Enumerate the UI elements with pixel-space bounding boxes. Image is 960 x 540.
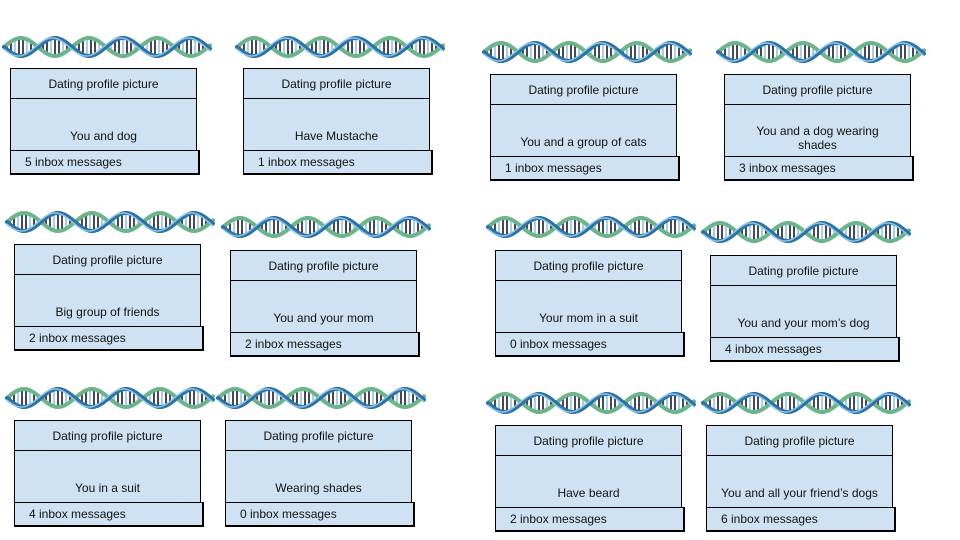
profile-card: Dating profile picture You and your mom’…	[710, 255, 900, 362]
card-body: You and all your friend’s dogs	[721, 486, 878, 500]
profile-card: Dating profile picture Wearing shades 0 …	[225, 420, 415, 527]
card-body: You and your mom’s dog	[737, 316, 870, 330]
card-body: Your mom in a suit	[539, 311, 638, 325]
card-body: You in a suit	[75, 481, 140, 495]
card-header: Dating profile picture	[711, 256, 896, 286]
card-header: Dating profile picture	[11, 69, 196, 99]
card-header: Dating profile picture	[496, 426, 681, 456]
card-body: Big group of friends	[55, 305, 160, 319]
profile-card: Dating profile picture You and a dog wea…	[724, 74, 914, 181]
dna-helix-icon	[701, 391, 911, 415]
profile-card: Dating profile picture Big group of frie…	[14, 244, 204, 351]
inbox-count: 2 inbox messages	[14, 326, 204, 351]
dna-helix-icon	[486, 391, 696, 415]
profile-card: Dating profile picture You and your mom …	[230, 250, 420, 357]
card-body: Have Mustache	[294, 129, 379, 143]
card-header: Dating profile picture	[496, 251, 681, 281]
inbox-count: 0 inbox messages	[225, 502, 415, 527]
inbox-count: 2 inbox messages	[495, 507, 685, 532]
dna-helix-icon	[221, 215, 431, 239]
card-header: Dating profile picture	[491, 75, 676, 105]
dna-helix-icon	[2, 35, 212, 59]
card-header: Dating profile picture	[15, 245, 200, 275]
profile-card: Dating profile picture You and all your …	[706, 425, 896, 532]
profile-card: Dating profile picture Your mom in a sui…	[495, 250, 685, 357]
inbox-count: 6 inbox messages	[706, 507, 896, 532]
dna-helix-icon	[216, 386, 426, 410]
card-body: You and dog	[70, 129, 137, 143]
card-header: Dating profile picture	[244, 69, 429, 99]
inbox-count: 4 inbox messages	[710, 337, 900, 362]
card-header: Dating profile picture	[226, 421, 411, 451]
inbox-count: 1 inbox messages	[243, 150, 433, 175]
inbox-count: 4 inbox messages	[14, 502, 204, 527]
inbox-count: 1 inbox messages	[490, 156, 680, 181]
card-header: Dating profile picture	[707, 426, 892, 456]
inbox-count: 3 inbox messages	[724, 156, 914, 181]
card-body: You and a dog wearing shades	[756, 124, 879, 152]
dna-helix-icon	[235, 35, 445, 59]
dna-helix-icon	[5, 210, 215, 234]
inbox-count: 2 inbox messages	[230, 332, 420, 357]
card-body: Have beard	[557, 486, 620, 500]
card-header: Dating profile picture	[231, 251, 416, 281]
dna-helix-icon	[486, 215, 696, 239]
dna-helix-icon	[482, 40, 692, 64]
card-body: Wearing shades	[275, 481, 362, 495]
card-body: You and a group of cats	[520, 135, 647, 149]
profile-card: Dating profile picture Have beard 2 inbo…	[495, 425, 685, 532]
profile-card: Dating profile picture You and dog 5 inb…	[10, 68, 200, 175]
inbox-count: 5 inbox messages	[10, 150, 200, 175]
card-header: Dating profile picture	[15, 421, 200, 451]
profile-card: Dating profile picture You in a suit 4 i…	[14, 420, 204, 527]
dna-helix-icon	[716, 40, 926, 64]
inbox-count: 0 inbox messages	[495, 332, 685, 357]
profile-card: Dating profile picture You and a group o…	[490, 74, 680, 181]
dna-helix-icon	[701, 220, 911, 244]
profile-card: Dating profile picture Have Mustache 1 i…	[243, 68, 433, 175]
dna-helix-icon	[5, 386, 215, 410]
card-body: You and your mom	[273, 311, 374, 325]
card-header: Dating profile picture	[725, 75, 910, 105]
